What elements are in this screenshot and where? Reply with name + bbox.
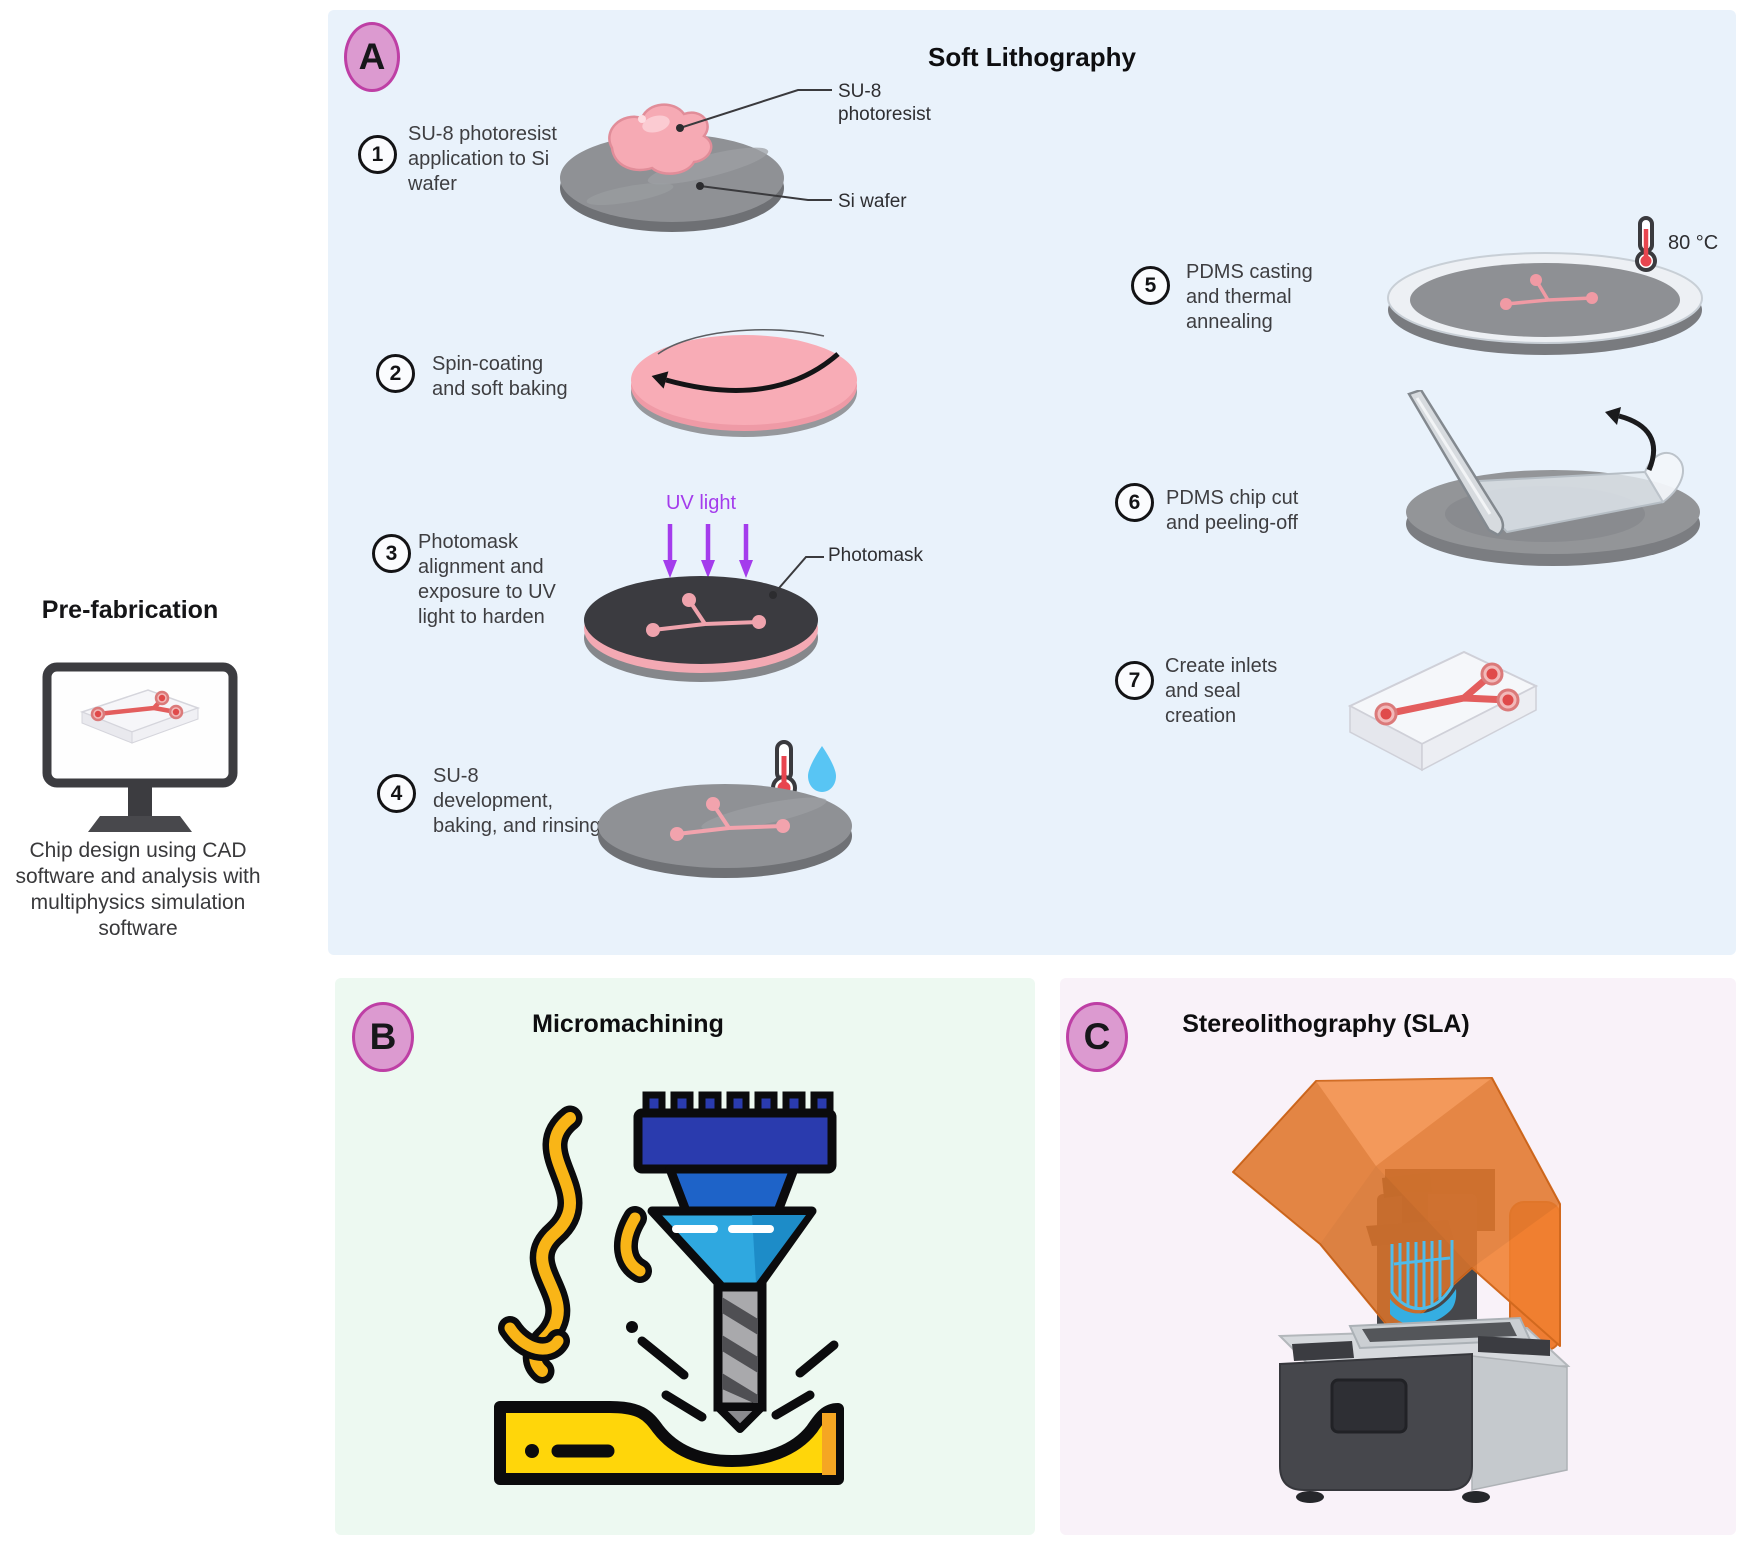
panel-stereolithography: C Stereolithography (SLA) xyxy=(1060,978,1736,1535)
step-3-number: 3 xyxy=(372,534,411,573)
panel-b-title: Micromachining xyxy=(532,1010,724,1038)
panel-c-badge: C xyxy=(1066,1002,1128,1072)
leader-line-photomask xyxy=(769,556,824,599)
chip-on-screen xyxy=(79,689,201,744)
swarf-chips xyxy=(498,1105,652,1384)
step-3-text: Photomask alignment and exposure to UV l… xyxy=(418,531,556,628)
droplet-icon xyxy=(808,746,836,792)
panel-a-badge: A xyxy=(344,22,400,92)
microfluidic-chip-illustration xyxy=(1347,650,1539,772)
prefabrication-title: Pre-fabrication xyxy=(41,596,219,624)
panel-soft-lithography: A Soft Lithography 1 SU-8 photoresist ap… xyxy=(328,10,1736,955)
peel-arrow xyxy=(1605,407,1656,471)
step-5-number: 5 xyxy=(1131,266,1170,305)
developed-wafer-illustration xyxy=(598,784,852,878)
cad-monitor-illustration xyxy=(42,662,238,832)
scalpel-icon xyxy=(1407,390,1505,537)
spin-arc-thin xyxy=(657,328,825,355)
step-4-text: SU-8 development, baking, and rinsing xyxy=(433,765,601,837)
leader-line-su8 xyxy=(676,89,832,132)
label-temperature: 80 °C xyxy=(1668,232,1719,254)
photomask-illustration xyxy=(584,556,824,682)
label-si-wafer: Si wafer xyxy=(838,191,907,212)
panel-a-title: Soft Lithography xyxy=(928,42,1136,72)
step-1-number: 1 xyxy=(358,135,397,174)
drill-bit xyxy=(713,1282,767,1433)
label-uv-light: UV light xyxy=(665,492,737,514)
milling-drill-icon xyxy=(494,1091,844,1485)
step-2-number: 2 xyxy=(376,354,415,393)
channel-pattern xyxy=(670,797,790,841)
spin-coating-illustration xyxy=(631,328,857,437)
step-7-number: 7 xyxy=(1115,661,1154,700)
label-su8-photoresist: SU-8 photoresist xyxy=(838,81,931,125)
channel-pattern xyxy=(1500,274,1598,310)
spin-arrow xyxy=(651,352,840,393)
milling-cutter xyxy=(633,1091,837,1292)
monitor-neck xyxy=(128,784,152,816)
si-wafer-photoresist-illustration xyxy=(560,89,832,232)
monitor-base xyxy=(88,816,192,832)
panel-b-badge: B xyxy=(352,1002,414,1072)
step-6-text: PDMS chip cut and peeling-off xyxy=(1166,487,1299,534)
step-2-text: Spin-coating and soft baking xyxy=(432,353,568,400)
workpiece xyxy=(494,1401,844,1485)
sparks xyxy=(626,1321,839,1422)
label-photomask: Photomask xyxy=(828,545,924,566)
leader-line-si-wafer xyxy=(696,182,832,201)
prefabrication-caption: Chip design using CAD software and analy… xyxy=(15,839,261,940)
printer-base xyxy=(1277,1316,1571,1503)
step-5-text: PDMS casting and thermal annealing xyxy=(1186,261,1313,333)
printed-part xyxy=(1390,1240,1457,1325)
printer-screen xyxy=(1330,1378,1408,1434)
thermometer-icon xyxy=(1635,216,1657,272)
step-6-number: 6 xyxy=(1115,483,1154,522)
sla-printer-illustration xyxy=(1232,1077,1571,1503)
step-1-text: SU-8 photoresist application to Si wafer xyxy=(408,123,557,195)
step-4-number: 4 xyxy=(377,774,416,813)
panel-c-title: Stereolithography (SLA) xyxy=(1182,1010,1470,1038)
chip-channel xyxy=(1374,662,1520,726)
pdms-peeling-illustration xyxy=(1406,390,1700,566)
printer-hood xyxy=(1232,1077,1561,1347)
uv-arrows-icon xyxy=(663,524,753,578)
channel-pattern xyxy=(646,593,766,637)
panel-micromachining: B Micromachining xyxy=(335,978,1035,1535)
pdms-casting-illustration xyxy=(1387,252,1703,355)
step-7-text: Create inlets and seal creation xyxy=(1165,655,1278,727)
